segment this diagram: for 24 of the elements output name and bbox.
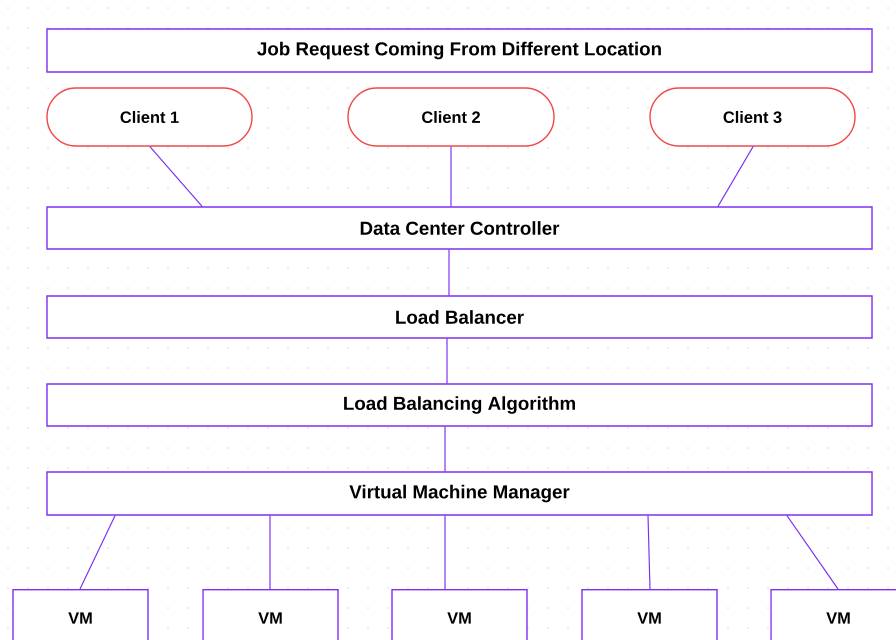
connector-line	[647, 516, 651, 590]
process-box: Data Center Controller	[46, 206, 873, 250]
connector-line	[444, 426, 446, 472]
process-box: Virtual Machine Manager	[46, 471, 873, 516]
vm-box: VM	[770, 589, 896, 640]
client-pill: Client 1	[46, 87, 253, 147]
connector-line	[448, 250, 450, 296]
vm-box: VM	[391, 589, 528, 640]
process-box: Load Balancing Algorithm	[46, 383, 873, 427]
vm-box: VM	[202, 589, 339, 640]
connector-line	[786, 515, 838, 590]
vm-box: VM	[581, 589, 718, 640]
client-pill: Client 3	[649, 87, 856, 147]
client-pill: Client 2	[347, 87, 555, 147]
connector-line	[269, 516, 271, 589]
connector-line	[444, 516, 446, 589]
process-box: Load Balancer	[46, 295, 873, 339]
connector-line	[79, 515, 116, 590]
process-box: Job Request Coming From Different Location	[46, 28, 873, 73]
connector-line	[150, 146, 202, 207]
connector-line	[718, 146, 754, 207]
connector-line	[446, 338, 448, 384]
vm-box: VM	[12, 589, 149, 640]
connector-line	[450, 146, 452, 206]
